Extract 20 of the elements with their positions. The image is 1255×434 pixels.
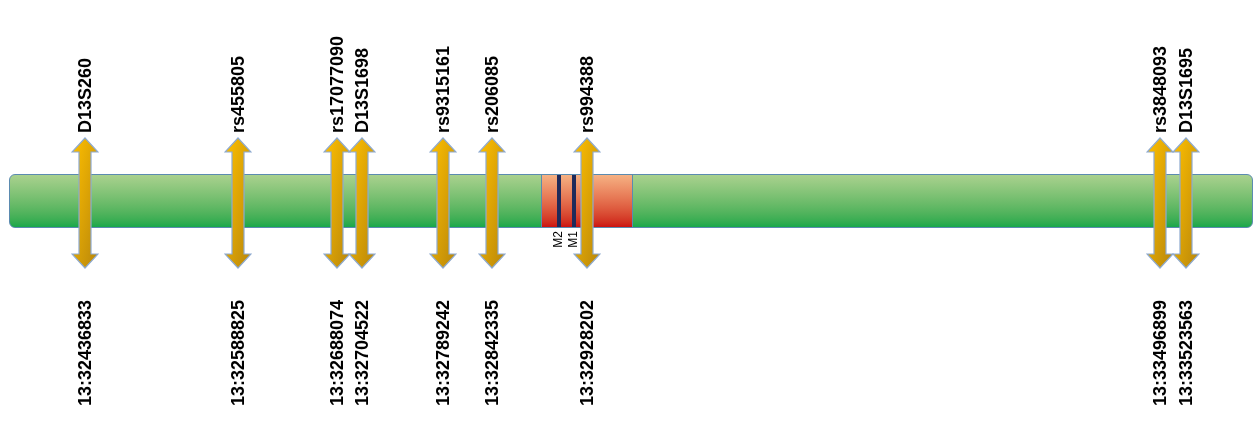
marker-name: rs994388 [578,55,596,133]
genomic-position: 13:32842335 [483,300,501,407]
marker-name: rs17077090 [328,35,346,133]
genomic-position: 13:32704522 [353,300,371,407]
marker-name: rs9315161 [434,45,452,133]
genomic-position: 13:33496899 [1151,300,1169,407]
genomic-position: 13:32688074 [328,300,346,407]
genomic-position: 13:32436833 [76,300,94,407]
marker-name: rs3848093 [1151,45,1169,133]
genomic-position: 13:33523563 [1177,300,1195,407]
marker-name: D13S1695 [1177,47,1195,133]
marker-label: M2 [552,231,564,248]
genomic-position: 13:32928202 [578,300,596,407]
genomic-position: 13:32789242 [434,300,452,407]
marker-name: D13S1698 [353,47,371,133]
marker-name: rs455805 [229,55,247,133]
marker-label: M1 [567,231,579,248]
marker-name: rs206085 [483,55,501,133]
marker-name: D13S260 [76,57,94,133]
genomic-position: 13:32588825 [229,300,247,407]
